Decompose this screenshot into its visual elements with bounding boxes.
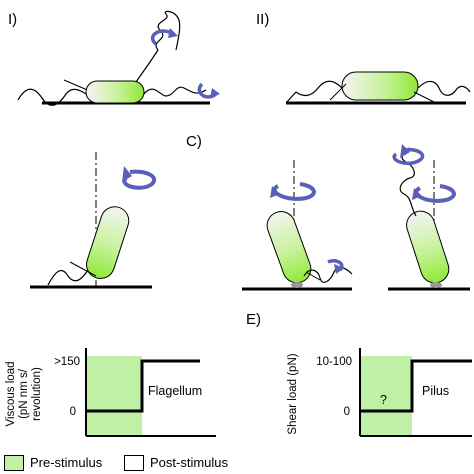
flagellum-tail [155, 10, 181, 51]
pilus-left [295, 80, 343, 97]
pilus [47, 269, 89, 286]
legend-label-post: Post-stimulus [150, 455, 229, 470]
pilus-right [417, 80, 471, 96]
pilus-short [305, 271, 321, 281]
y-axis-label-line3: revolution) [31, 367, 43, 421]
pilus-short [69, 261, 97, 277]
load-curve [360, 359, 472, 413]
bacterium-cell [86, 206, 130, 280]
bacterium-cell [266, 211, 312, 284]
tick-low: 0 [70, 406, 76, 418]
attachment-point [430, 282, 442, 288]
legend: Pre-stimulus Post-stimulus [0, 452, 474, 474]
y-axis-label-line1: Viscous load [5, 362, 17, 427]
pre-stimulus-region [360, 356, 412, 436]
pre-stimulus-region [86, 356, 142, 436]
panel-i-swimming-cell [17, 10, 220, 106]
bacterium-cell [341, 71, 419, 101]
panel-c-cell-1 [30, 152, 156, 289]
tick-high: >150 [54, 356, 80, 368]
arrow-head-icon [334, 264, 344, 274]
graph-pilus: 10-100 0 ? Pilus Shear load (pN) [287, 348, 472, 437]
panel-label-c: C) [186, 133, 202, 150]
arrow-head-icon [412, 188, 422, 200]
pilus-anchor [285, 91, 297, 104]
unknown-mark: ? [380, 393, 387, 407]
rotation-arrow-icon [122, 169, 156, 190]
flagellum [399, 147, 417, 217]
bacterium-cell [406, 210, 450, 284]
y-axis-label: Shear load (pN) [287, 353, 299, 434]
panel-label-e: E) [246, 311, 261, 328]
flagellum-up [135, 49, 159, 83]
pilus-short [413, 91, 437, 104]
tick-low: 0 [344, 406, 350, 418]
arrow-head-icon [400, 144, 410, 158]
legend-swatch-post [124, 455, 144, 471]
pilus-left [17, 88, 87, 106]
graph-flagellum: >150 0 Flagellum Viscous load (pN nm s/ … [5, 348, 216, 437]
rotation-arrow-icon [392, 147, 425, 166]
arrow-head-icon [210, 88, 220, 98]
panel-label-ii: II) [256, 11, 269, 28]
curve-label: Flagellum [148, 384, 202, 398]
tick-high: 10-100 [316, 356, 352, 368]
panel-c-cell-2 [242, 160, 353, 291]
legend-swatch-pre [4, 455, 24, 471]
flagellum-right [143, 86, 207, 97]
attachment-point [291, 282, 303, 288]
panel-ii-attached-cell [285, 71, 471, 105]
panel-c-cell-3 [388, 144, 470, 291]
arrow-head-icon [168, 28, 178, 38]
load-curve [86, 359, 200, 413]
rotation-arrow-icon [414, 184, 456, 203]
pilus-short [329, 83, 347, 101]
curve-label: Pilus [422, 384, 449, 398]
y-axis-label-line2: (pN nm s/ [18, 368, 30, 419]
panel-label-i: I) [8, 11, 17, 28]
bacterium-cell [85, 80, 145, 104]
legend-label-pre: Pre-stimulus [30, 455, 103, 470]
arrow-head-icon [270, 186, 280, 198]
arrow-head-icon [122, 166, 132, 182]
